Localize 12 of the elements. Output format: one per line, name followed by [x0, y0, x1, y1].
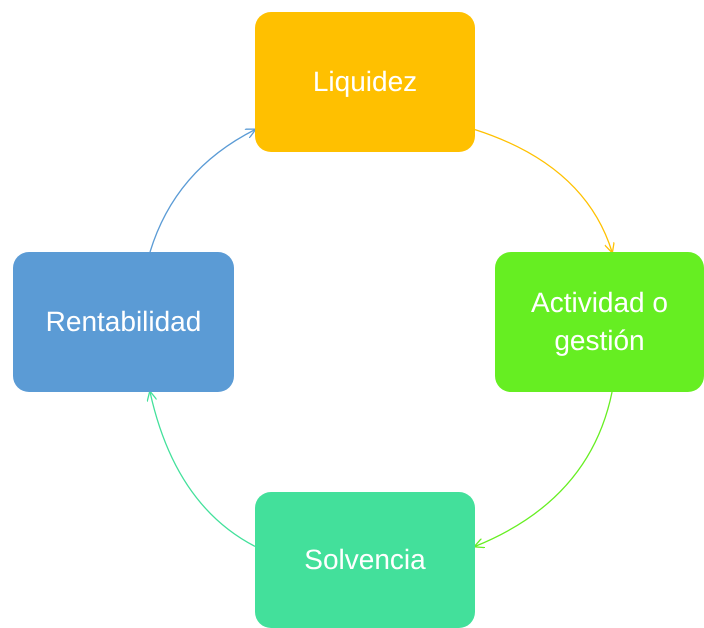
- rounded-box: [255, 12, 475, 152]
- curved-arrow: [473, 392, 613, 548]
- box-label: Liquidez: [312, 65, 418, 99]
- curved-arrow: [474, 128, 614, 254]
- curved-arrow: [149, 128, 257, 252]
- box-label: Actividad o gestión: [530, 286, 669, 358]
- rounded-box: [495, 252, 704, 392]
- box-label: Rentabilidad: [46, 305, 202, 339]
- rounded-box: [13, 252, 234, 392]
- box-label: Solvencia: [304, 543, 426, 577]
- rounded-box: [255, 492, 475, 628]
- curved-arrow: [146, 390, 256, 547]
